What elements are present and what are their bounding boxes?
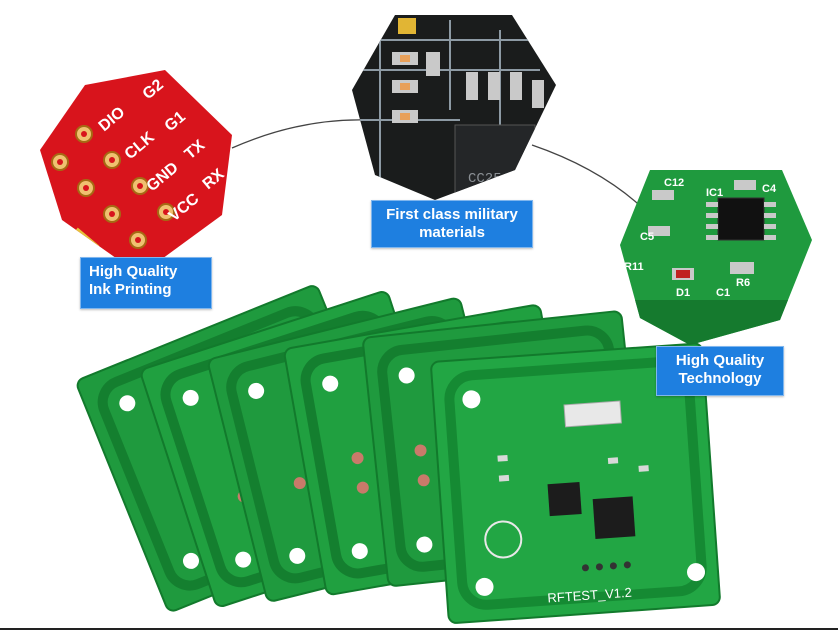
label-line: High Quality [675,352,765,369]
bottom-divider [0,628,838,630]
component-label: IC1 [706,187,723,199]
component-label: R11 [624,261,644,273]
board-label: RFTEST_V1.2 [547,585,632,606]
label-line: Ink Printing [89,281,172,298]
rfid-board-stack: RFTEST_V1.2 [76,285,721,624]
connector-arc-right [531,144,651,216]
label-line: First class military [386,206,518,223]
label-line: materials [419,224,485,241]
feature-label-ink-printing: High Quality Ink Printing [80,257,212,309]
rfid-board-front: RFTEST_V1.2 [430,342,721,624]
green-pcb-hexagon: C12 IC1 C4 C5 R11 D1 C1 R6 [620,170,812,345]
component-label: D1 [676,287,690,299]
component-label: C12 [664,177,684,189]
red-pcb-hexagon: DIO G2 CLK G1 GND TX VCC RX [40,70,232,275]
feature-label-military-materials: First class military materials [371,200,533,248]
component-label: C1 [716,287,730,299]
label-line: High Quality [89,263,178,280]
label-line: Technology [678,370,762,387]
connector-arc-left [231,119,369,149]
feature-label-technology: High Quality Technology [656,346,784,396]
component-label: C4 [762,183,777,195]
component-label: C5 [640,231,654,243]
chip-label: CC25 [468,171,502,187]
dark-pcb-hexagon: CC25 [352,15,556,200]
component-label: R6 [736,277,750,289]
